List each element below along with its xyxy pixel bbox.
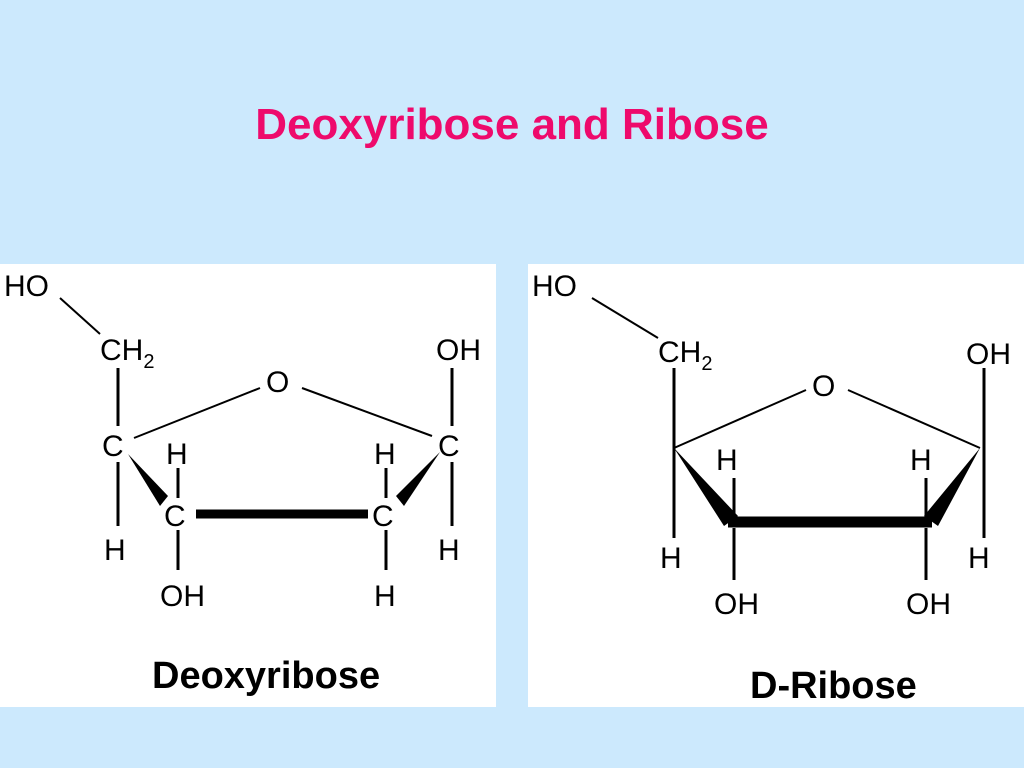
atom-h-c2-down: H: [374, 580, 396, 613]
atom-c1: C: [438, 430, 460, 463]
bond-c4-o: [133, 387, 261, 439]
atom-c4: C: [102, 430, 124, 463]
atom-c2: C: [372, 500, 394, 533]
wedge-c4-c3: [128, 454, 168, 506]
bond-c4-o: [673, 389, 807, 449]
ribose-caption: D-Ribose: [750, 665, 917, 707]
atom-ch2: CH2: [100, 334, 154, 373]
ribose-structure: HO CH2 O OH H H H H OH OH D-Ribose: [532, 270, 1011, 707]
atom-h-c1: H: [438, 534, 460, 567]
atom-sub2: 2: [701, 353, 712, 375]
bond-ho-ch2: [591, 297, 659, 339]
atom-h-c3-up: H: [166, 438, 188, 471]
deoxyribose-panel: HO CH2 O OH C C H H C C H H OH H Deoxyri…: [0, 264, 496, 707]
atom-oh-c3: OH: [714, 588, 759, 621]
atom-sub2: 2: [143, 351, 154, 373]
wedge-c1-c2: [396, 452, 440, 506]
deoxyribose-structure: HO CH2 O OH C C H H C C H H OH H Deoxyri…: [4, 270, 481, 697]
atom-h-c1: H: [968, 542, 990, 575]
atom-ch: CH: [100, 334, 143, 367]
atom-h-c4: H: [660, 542, 682, 575]
bond-o-c1: [847, 389, 981, 449]
atom-h-c2-up: H: [910, 444, 932, 477]
atom-oh-c1: OH: [436, 334, 481, 367]
ribose-panel: HO CH2 O OH H H H H OH OH D-Ribose: [528, 264, 1024, 707]
atom-h-c3-up: H: [716, 444, 738, 477]
atom-h-c4: H: [104, 534, 126, 567]
atom-ring-o: O: [812, 370, 835, 403]
bond-o-c1: [301, 387, 433, 437]
atom-oh-c2: OH: [906, 588, 951, 621]
atom-ch: CH: [658, 336, 701, 369]
atom-ch2: CH2: [658, 336, 712, 375]
slide-title: Deoxyribose and Ribose: [255, 100, 769, 149]
atom-ho: HO: [532, 270, 577, 303]
atom-h-c2-up: H: [374, 438, 396, 471]
bond-ho-ch2: [59, 297, 101, 335]
wedge-c1-c2: [924, 448, 980, 526]
deoxyribose-caption: Deoxyribose: [152, 655, 380, 697]
wedge-c4-c3: [674, 448, 738, 526]
atom-c3: C: [164, 500, 186, 533]
atom-ho: HO: [4, 270, 49, 303]
atom-ring-o: O: [266, 366, 289, 399]
atom-oh-c1: OH: [966, 338, 1011, 371]
atom-oh-c3: OH: [160, 580, 205, 613]
